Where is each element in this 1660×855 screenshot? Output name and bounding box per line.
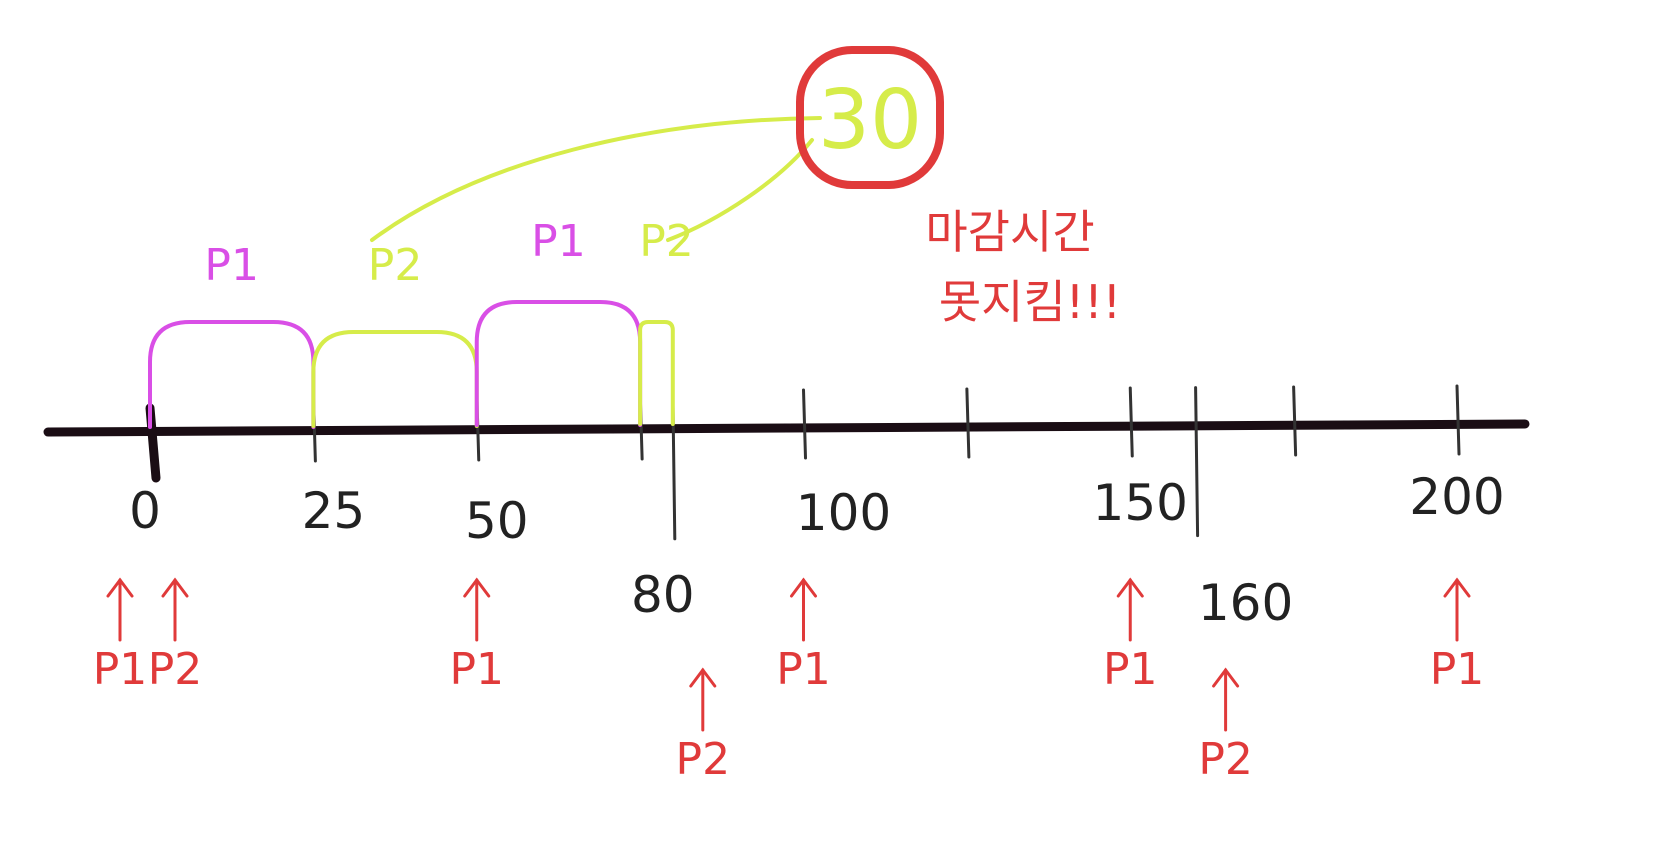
arrival-arrowhead-3 — [689, 667, 717, 688]
tick-label-200: 200 — [1409, 468, 1504, 526]
tick-label-100: 100 — [796, 484, 891, 542]
tick-label-0: 0 — [129, 482, 161, 540]
execution-label-p2-3: P2 — [639, 216, 694, 267]
arrival-label-p2-0: P2 — [148, 644, 203, 695]
arrival-arrowhead-4 — [790, 577, 817, 598]
arrival-arrowhead-5 — [1116, 577, 1144, 598]
arrival-arrowhead-6 — [1212, 667, 1240, 688]
highlight-box — [796, 46, 944, 189]
tick-label-25: 25 — [302, 482, 366, 540]
arrival-label-p2-80: P2 — [676, 734, 731, 785]
tick-mark-200 — [1455, 384, 1461, 456]
note-line-2: 못지킴!!! — [939, 275, 1121, 329]
tick-mark-175 — [1292, 385, 1298, 457]
arrival-arrowhead-0 — [106, 577, 134, 598]
execution-block-p2-3 — [638, 320, 675, 426]
tick-mark-125 — [965, 387, 971, 459]
arrival-label-p1-200: P1 — [1430, 644, 1485, 695]
connector-line-p2-second — [666, 138, 814, 242]
execution-block-p1-0 — [148, 320, 316, 429]
tick-label-150: 150 — [1093, 474, 1188, 532]
execution-block-p1-2 — [474, 300, 643, 427]
note-line-1: 마감시간 — [925, 205, 1094, 259]
execution-label-p2-1: P2 — [368, 240, 423, 291]
execution-blocks: P1 P2 P1 P2 — [148, 216, 694, 429]
tick-label-160: 160 — [1198, 574, 1293, 632]
tick-label-80: 80 — [631, 566, 695, 624]
arrival-label-p2-160: P2 — [1198, 734, 1253, 785]
tick-label-50: 50 — [465, 492, 529, 550]
timeline-axis — [43, 419, 1530, 437]
execution-label-p1-0: P1 — [204, 240, 259, 291]
connector-line-p2-first — [370, 116, 822, 242]
highlight-value: 30 — [818, 73, 922, 168]
execution-block-p2-1 — [311, 330, 479, 428]
arrival-label-p1-100: P1 — [776, 644, 831, 695]
execution-label-p1-2: P1 — [531, 216, 586, 267]
arrival-label-p1-150: P1 — [1103, 644, 1158, 695]
arrival-arrowhead-1 — [161, 577, 189, 598]
tick-mark-100 — [802, 388, 807, 460]
arrival-arrowhead-7 — [1443, 577, 1471, 598]
arrival-label-p1-0: P1 — [93, 644, 148, 695]
tick-mark-160 — [1194, 386, 1200, 538]
arrival-label-p1-50: P1 — [449, 644, 504, 695]
arrival-arrowhead-2 — [463, 577, 491, 598]
tick-mark-150 — [1128, 386, 1134, 458]
